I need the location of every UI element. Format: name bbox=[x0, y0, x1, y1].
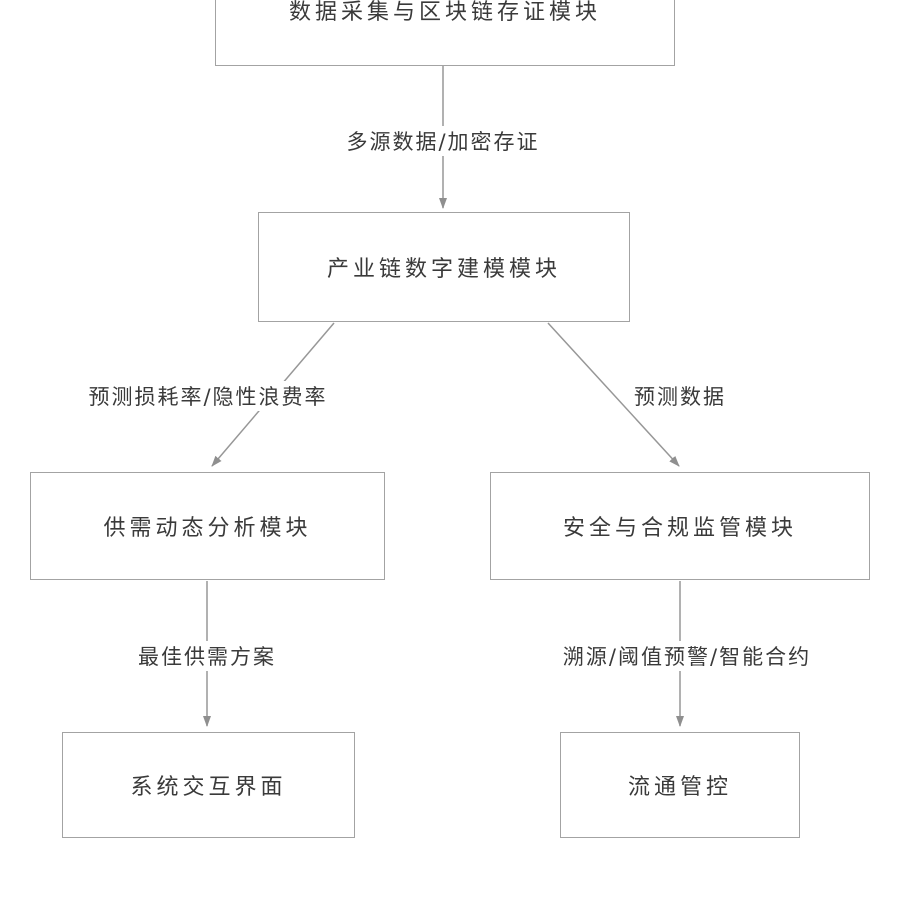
node-supply-demand: 供需动态分析模块 bbox=[30, 472, 385, 580]
node-system-ui: 系统交互界面 bbox=[62, 732, 355, 838]
node-circulation-control: 流通管控 bbox=[560, 732, 800, 838]
edge-label-multi-source: 多源数据/加密存证 bbox=[342, 126, 544, 156]
node-data-collection: 数据采集与区块链存证模块 bbox=[215, 0, 675, 66]
node-circulation-control-label: 流通管控 bbox=[627, 775, 732, 800]
node-digital-modeling: 产业链数字建模模块 bbox=[258, 212, 630, 322]
node-system-ui-label: 系统交互界面 bbox=[130, 775, 287, 800]
node-data-collection-label: 数据采集与区块链存证模块 bbox=[288, 0, 601, 25]
edge-label-loss-rate: 预测损耗率/隐性浪费率 bbox=[84, 381, 332, 411]
edge-label-best-plan: 最佳供需方案 bbox=[134, 641, 280, 671]
node-security-compliance: 安全与合规监管模块 bbox=[490, 472, 870, 580]
edge-label-trace: 溯源/阈值预警/智能合约 bbox=[558, 641, 816, 671]
node-supply-demand-label: 供需动态分析模块 bbox=[103, 516, 312, 541]
node-security-compliance-label: 安全与合规监管模块 bbox=[562, 516, 797, 541]
node-digital-modeling-label: 产业链数字建模模块 bbox=[326, 257, 561, 282]
edge-label-forecast-data: 预测数据 bbox=[630, 381, 730, 411]
